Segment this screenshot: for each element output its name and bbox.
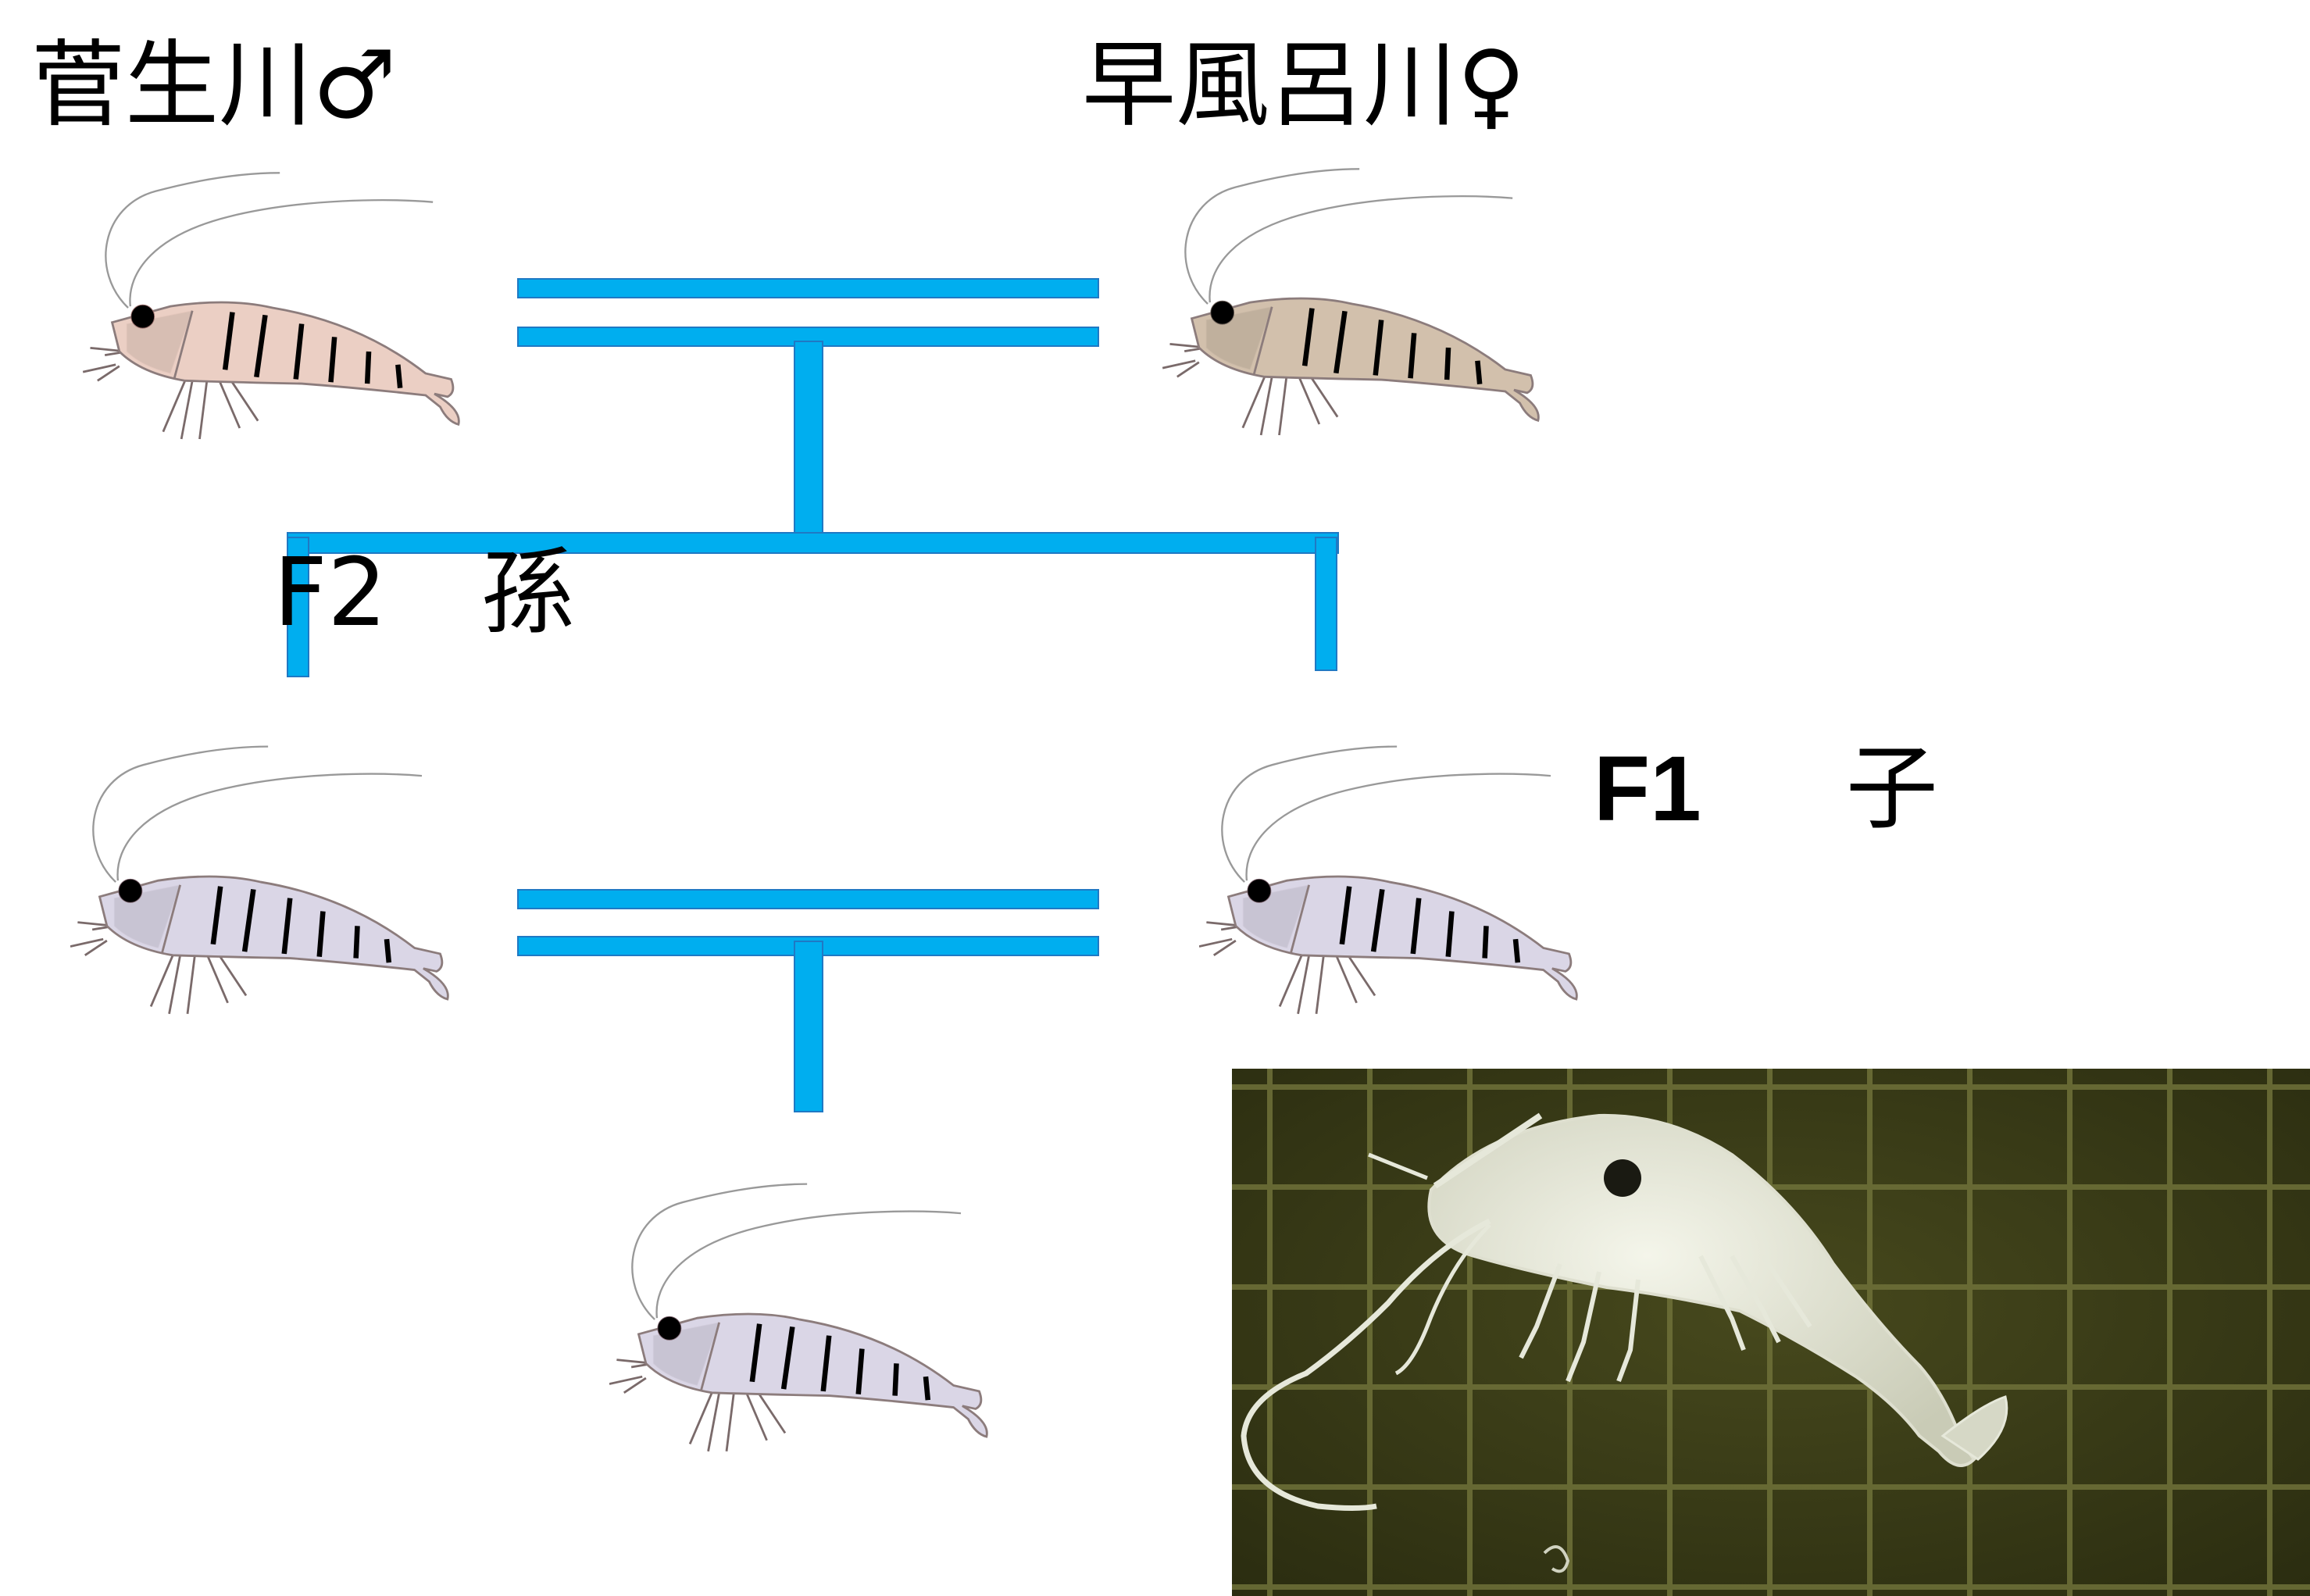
descent-line-top (794, 341, 823, 534)
descent-line-bottom (794, 941, 823, 1112)
shrimp-photo (1232, 1069, 2310, 1596)
branch-right-vertical (1316, 537, 1337, 670)
male-parent-label: 菅生川♂ (31, 39, 397, 133)
shrimp-female-parent (1162, 169, 1538, 435)
shrimp-f1-left (70, 747, 448, 1014)
female-parent-label: 早風呂川♀ (1082, 39, 1526, 133)
shrimp-f1-right (1199, 747, 1576, 1014)
cross-line-top-upper (518, 279, 1098, 298)
shrimp-male-parent (83, 173, 459, 439)
cross-line-bottom-upper (518, 890, 1098, 909)
f1-code: F1 (1594, 737, 1701, 841)
f1-word: 子 (1846, 734, 1938, 842)
f2-generation-label: F2 孫 (273, 547, 574, 641)
shrimp-f2 (609, 1184, 987, 1451)
